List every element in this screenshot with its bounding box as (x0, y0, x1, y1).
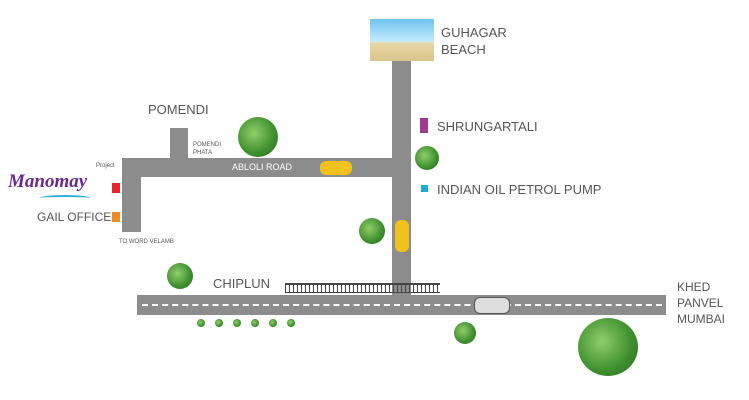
road-pomendi (170, 128, 188, 160)
brand-wave (40, 195, 90, 201)
tree-icon (578, 318, 638, 376)
label-line: MUMBAI (677, 312, 725, 326)
tree-icon (454, 322, 476, 344)
road-left (122, 158, 141, 232)
label-gail-office: GAIL OFFICE (37, 210, 112, 224)
label-project: Project (96, 163, 115, 169)
tree-icon (269, 319, 277, 327)
tree-icon (197, 319, 205, 327)
label-line: POMENDI (193, 142, 222, 148)
car-icon (395, 220, 409, 252)
gail-office-marker (112, 212, 120, 222)
shrungartali-marker (420, 118, 428, 133)
beach-image (370, 19, 434, 61)
tree-icon (233, 319, 241, 327)
tree-icon (415, 146, 439, 170)
petrol-pump-marker (421, 185, 428, 192)
car-icon (320, 161, 352, 175)
label-line: PANVEL (677, 296, 724, 310)
tree-icon (215, 319, 223, 327)
label-velamb: TO WORD VELAMB (119, 239, 174, 245)
label-line: KHED (677, 280, 711, 294)
label-petrol-pump: INDIAN OIL PETROL PUMP (437, 182, 602, 197)
tree-icon (167, 263, 193, 289)
label-line: GUHAGAR (441, 25, 507, 40)
label-pomendi-phata: POMENDI PHATA (193, 141, 221, 157)
tree-icon (251, 319, 259, 327)
tree-icon (238, 117, 278, 157)
label-line: PHATA (193, 150, 213, 156)
project-marker (112, 183, 120, 193)
brand-logo: Manomay (8, 171, 88, 192)
label-line: BEACH (441, 42, 486, 57)
label-guhagar-beach: GUHAGAR BEACH (441, 24, 507, 58)
label-chiplun: CHIPLUN (213, 276, 271, 291)
label-destinations: KHED PANVEL MUMBAI (677, 279, 725, 327)
tree-icon (287, 319, 295, 327)
label-pomendi: POMENDI (148, 102, 209, 117)
road-centerline (142, 304, 662, 306)
car-icon (474, 297, 510, 314)
railway-track (285, 283, 440, 293)
tree-icon (359, 218, 385, 244)
label-shrungartali: SHRUNGARTALI (437, 119, 538, 134)
road-vertical-main (392, 60, 411, 298)
label-abloli-road: ABLOLI ROAD (232, 162, 293, 172)
